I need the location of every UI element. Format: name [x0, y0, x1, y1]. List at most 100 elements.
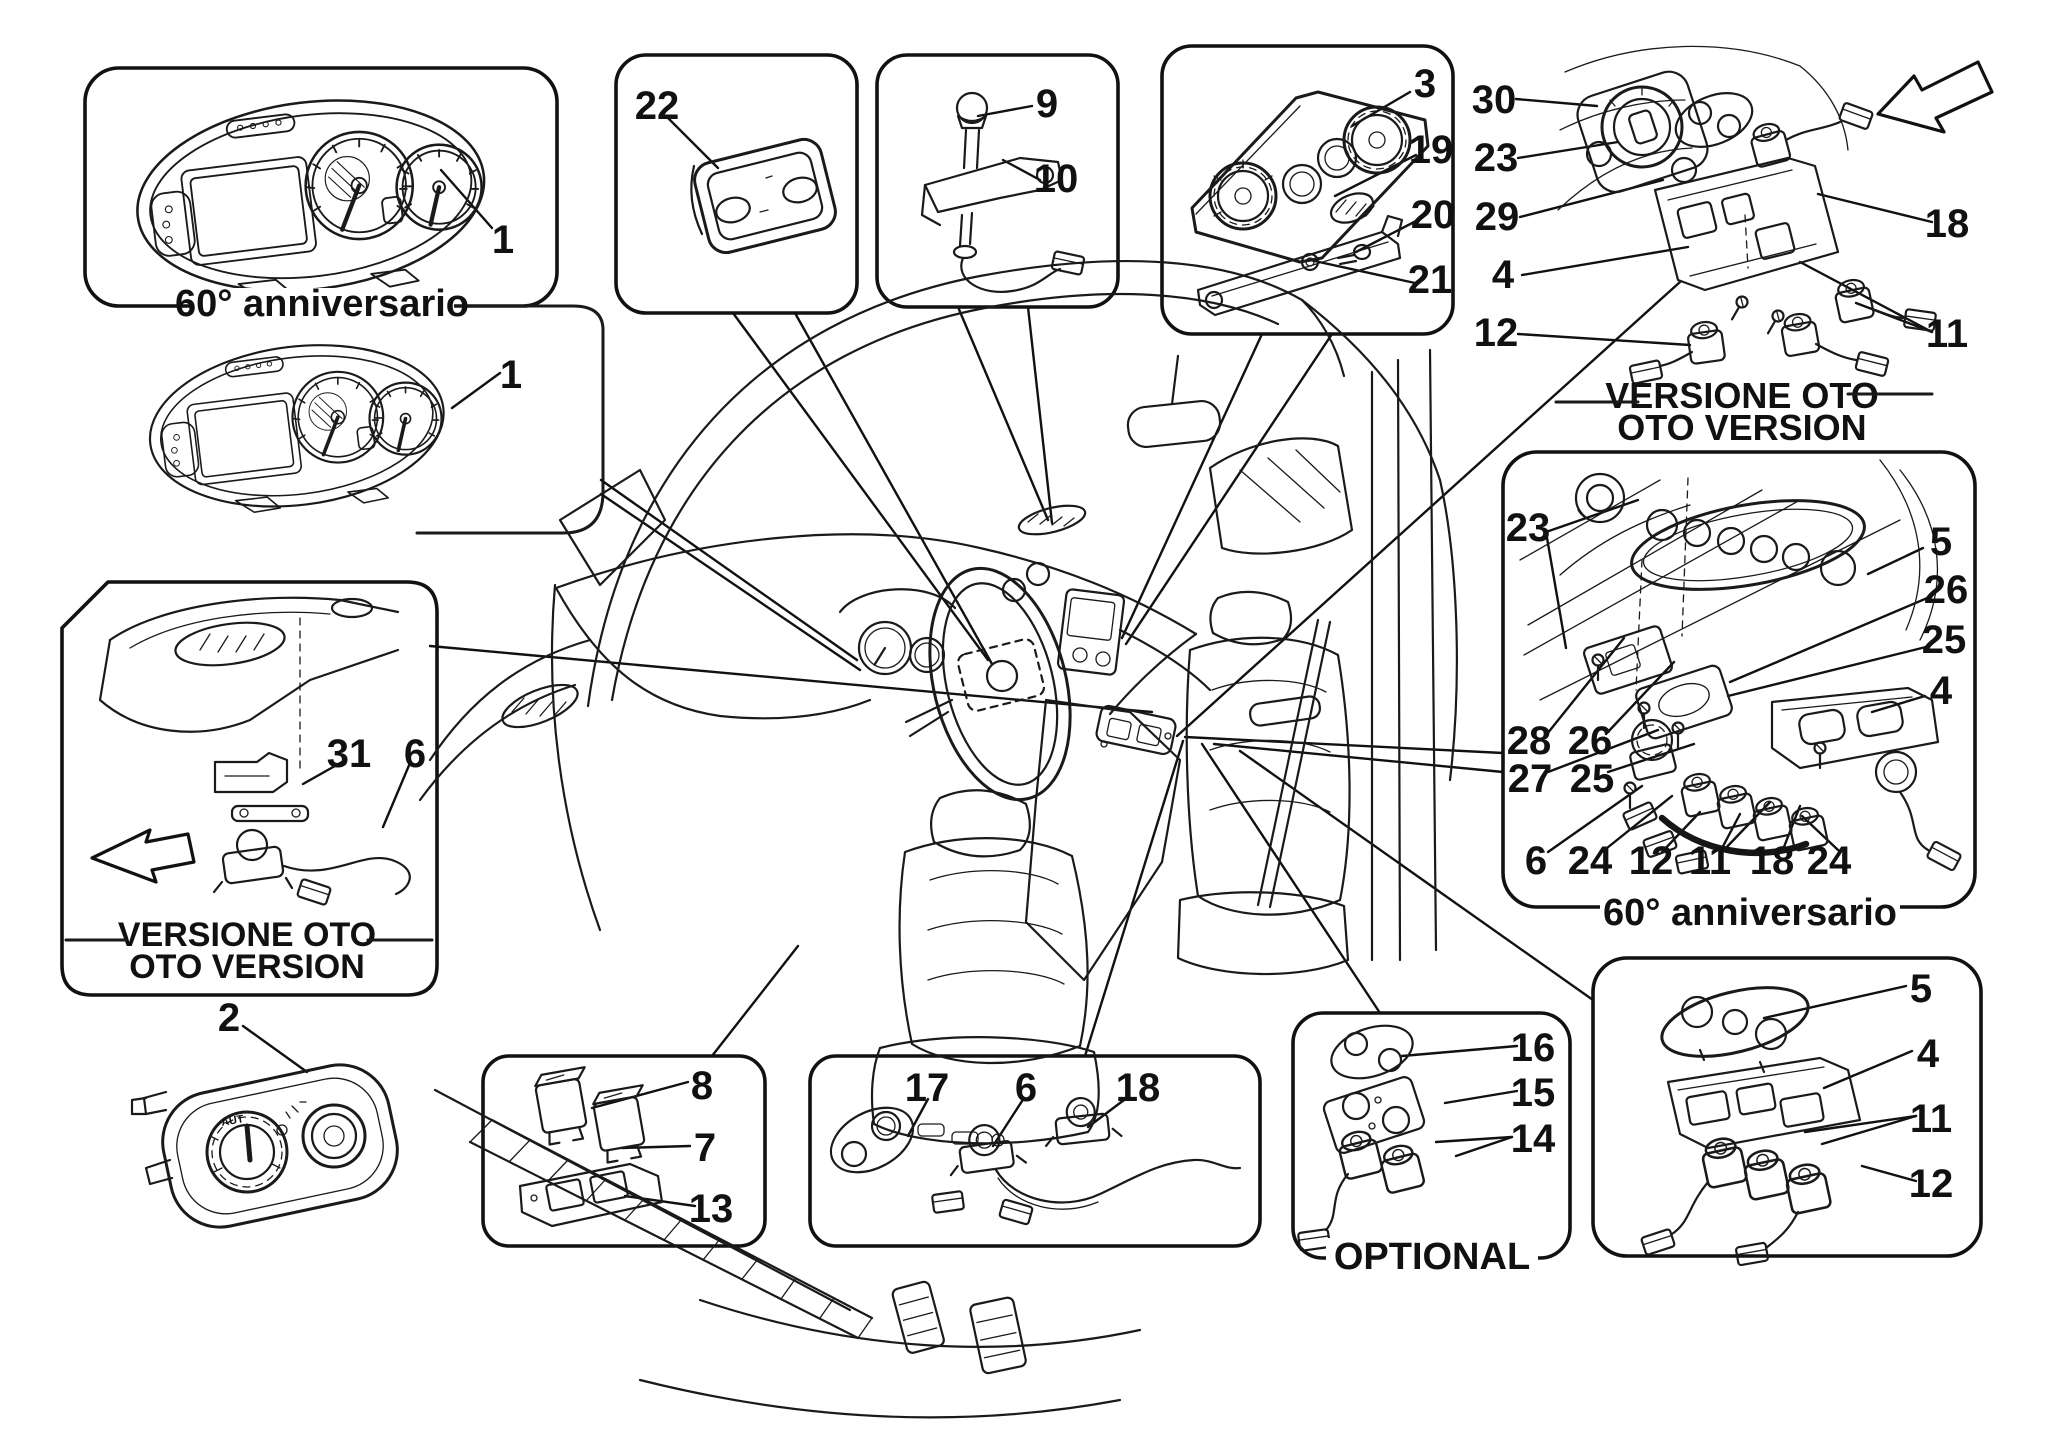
direction-arrow-icon	[90, 828, 196, 884]
diagram-stroke	[1326, 1238, 1538, 1274]
diagram-stroke	[1798, 260, 1934, 334]
part-31-6-tunnel	[98, 596, 411, 907]
part-callout: 26	[1568, 719, 1613, 763]
diagram-stroke	[1164, 732, 1172, 740]
diagram-stroke	[1585, 483, 1615, 513]
part-callout: 18	[1925, 202, 1970, 246]
diagram-stroke	[904, 698, 954, 738]
diagram-stroke	[1324, 145, 1350, 171]
part-callout: 24	[1568, 839, 1613, 883]
diagram-stroke	[928, 566, 1072, 802]
part-callout: 29	[1475, 195, 1520, 239]
diagram-stroke	[976, 1314, 1021, 1359]
part-callout: 22	[635, 84, 680, 128]
diagram-stroke	[1305, 257, 1315, 267]
diagram-stroke	[870, 1110, 902, 1142]
diagram-stroke	[1609, 86, 1675, 107]
diagram-stroke	[1056, 588, 1126, 676]
diagram-stroke	[192, 288, 454, 322]
diagram-stroke	[949, 1154, 1027, 1177]
diagram-stroke	[759, 175, 773, 213]
diagram-stroke	[929, 789, 1031, 858]
diagram-stroke	[1370, 348, 1438, 962]
diagram-stroke	[1342, 105, 1412, 175]
part-callout: 21	[1408, 258, 1453, 302]
diagram-stroke	[690, 164, 704, 236]
part-callout: 25	[1922, 618, 1967, 662]
part-callout: 7	[694, 1126, 716, 1170]
box-17-6-18	[808, 1054, 1262, 1248]
part-callout: 12	[1629, 839, 1674, 883]
diagram-stroke	[1816, 192, 1934, 224]
diagram-stroke	[1803, 1114, 1918, 1134]
diagram-stroke	[545, 1074, 565, 1081]
car-interior-sketch	[418, 260, 1458, 1419]
diagram-stroke	[1300, 252, 1320, 272]
diagram-stroke	[285, 1101, 307, 1119]
diagram-stroke	[1814, 342, 1858, 362]
diagram-stroke	[511, 697, 567, 717]
diagram-stroke	[1837, 101, 1875, 131]
diagram-stroke	[1443, 1089, 1519, 1105]
diagram-stroke	[1044, 1127, 1123, 1147]
diagram-stroke	[956, 114, 988, 130]
diagram-stroke	[1605, 644, 1641, 676]
part-callout: 19	[1409, 128, 1454, 172]
diagram-stroke	[1209, 590, 1293, 646]
diagram-stroke	[898, 1296, 938, 1337]
diagram-stroke	[469, 1119, 873, 1339]
diagram-stroke	[693, 137, 837, 255]
part-9-10-sensor	[920, 91, 1086, 293]
diagram-stroke	[1095, 651, 1111, 667]
diagram-stroke	[1868, 306, 1908, 320]
box-oto-left	[60, 580, 439, 997]
diagram-stroke	[1376, 1140, 1427, 1195]
diagram-stroke	[98, 638, 400, 733]
diagram-stroke	[1636, 724, 1668, 756]
diagram-stroke	[1635, 664, 1733, 740]
diagram-stroke	[1175, 280, 1682, 738]
diagram-stroke	[1316, 137, 1358, 179]
diagram-stroke	[1204, 290, 1224, 310]
diagram-stroke	[1256, 618, 1332, 909]
part-22-display	[690, 137, 837, 255]
diagram-stroke	[1025, 561, 1051, 587]
diagram-stroke	[1026, 305, 1054, 525]
diagram-stroke	[550, 468, 667, 932]
diagram-stroke	[994, 1158, 1242, 1204]
diagram-stroke	[1674, 92, 1754, 148]
diagram-stroke	[530, 1194, 538, 1202]
diagram-stroke	[1454, 1135, 1514, 1158]
diagram-stroke	[1350, 113, 1404, 167]
diagram-stroke	[1211, 241, 1389, 297]
part-callout: 5	[1930, 520, 1952, 564]
diagram-stroke	[1209, 679, 1331, 813]
diagram-stroke	[958, 211, 974, 248]
diagram-stroke	[199, 633, 265, 653]
diagram-stroke	[1721, 1008, 1749, 1036]
diagram-stroke	[301, 760, 344, 786]
diagram-stroke	[1185, 636, 1351, 916]
part-switchpack-60th	[1639, 986, 1862, 1267]
diagram-stroke	[599, 492, 862, 672]
diagram-stroke	[1874, 750, 1918, 794]
part-callout: 11	[1910, 1097, 1952, 1141]
diagram-stroke	[428, 644, 1154, 714]
diagram-stroke	[1800, 814, 1840, 852]
part-callout: 11	[1689, 839, 1731, 883]
diagram-stroke	[1324, 1172, 1350, 1232]
diagram-stroke	[1630, 718, 1674, 762]
diagram-stroke	[1585, 140, 1613, 168]
diagram-stroke	[908, 636, 946, 674]
diagram-stroke	[1819, 549, 1857, 587]
knob-aut-label: AUT	[220, 1113, 245, 1129]
diagram-stroke	[1035, 165, 1055, 185]
diagram-stroke	[956, 638, 1046, 712]
diagram-stroke	[1670, 1180, 1710, 1236]
diagram-stroke	[1721, 192, 1755, 226]
diagram-stroke	[1027, 513, 1075, 527]
part-callout: 6	[1525, 839, 1547, 883]
diagram-stroke	[969, 1296, 1027, 1375]
diagram-stroke	[599, 478, 859, 662]
